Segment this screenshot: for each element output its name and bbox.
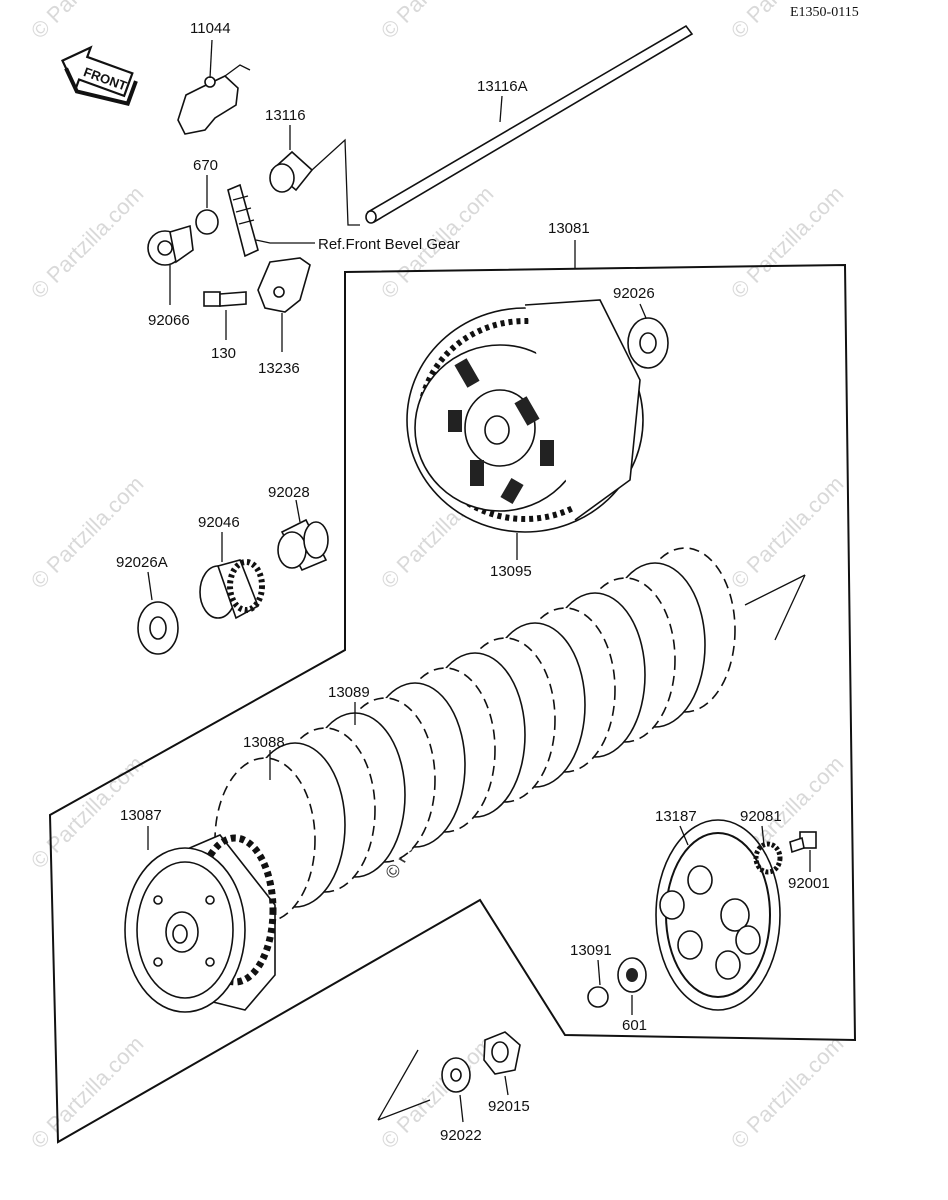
- lever-13236: [257, 257, 311, 352]
- label-92001: 92001: [788, 875, 830, 892]
- label-13087: 13087: [120, 807, 162, 824]
- label-130: 130: [211, 345, 236, 362]
- watermark: © Partzilla.com: [726, 471, 849, 594]
- plug-92066: [147, 224, 194, 305]
- label-92022: 92022: [440, 1127, 482, 1144]
- assembly-frame: [48, 263, 857, 1144]
- bolt-92001: [789, 831, 817, 872]
- watermark: © Partzilla.com: [26, 471, 149, 594]
- watermark: © Partzilla.com: [26, 0, 149, 44]
- pin-13091: [587, 959, 609, 1008]
- label-92015: 92015: [488, 1098, 530, 1115]
- diagram-code: E1350-0115: [790, 5, 859, 20]
- spring-92081: [753, 825, 783, 875]
- watermark: © Partzilla.com: [726, 1031, 849, 1154]
- label-601: 601: [622, 1017, 647, 1034]
- pressure-plate-13187: [655, 819, 781, 1011]
- washer-92026: [627, 303, 669, 369]
- watermark: © Partzilla.com: [726, 181, 849, 304]
- shaft-bevel: [227, 183, 315, 258]
- label-670: 670: [193, 157, 218, 174]
- label-92081: 92081: [740, 808, 782, 825]
- label-13187: 13187: [655, 808, 697, 825]
- rod-13116A: [365, 24, 694, 224]
- bracket-11044: [177, 39, 251, 135]
- part-labels: 11044 13116A 13116 670 92066 130 13236 1…: [116, 20, 830, 1144]
- front-arrow: FRONT: [61, 45, 138, 106]
- clutch-housing-13095: [406, 240, 644, 560]
- ref-front-bevel-gear: Ref.Front Bevel Gear: [318, 236, 460, 253]
- washer-92022: [377, 1049, 471, 1123]
- bushing-92028: [277, 499, 329, 572]
- oring-670: [195, 175, 219, 235]
- label-13088: 13088: [243, 734, 285, 751]
- watermark: © Partzilla.com: [26, 181, 149, 304]
- bearing-601: [617, 957, 647, 1015]
- label-11044: 11044: [190, 20, 231, 37]
- nut-92015: [483, 1031, 521, 1096]
- dashed-leader: [129, 649, 346, 771]
- label-92026: 92026: [613, 285, 655, 302]
- watermark: © Partzilla.com: [376, 0, 499, 44]
- label-92046: 92046: [198, 514, 240, 531]
- watermark: © Partzilla.com: [26, 1031, 149, 1154]
- bolt-130: [203, 291, 247, 340]
- label-92066: 92066: [148, 312, 190, 329]
- label-13095: 13095: [490, 563, 532, 580]
- label-13091: 13091: [570, 942, 612, 959]
- label-13089: 13089: [328, 684, 370, 701]
- label-92028: 92028: [268, 484, 310, 501]
- washer-92026A: [137, 571, 179, 655]
- needle-bearing-92046: [199, 532, 265, 620]
- label-13081: 13081: [548, 220, 590, 237]
- label-13116: 13116: [265, 107, 306, 124]
- label-13116A: 13116A: [477, 78, 528, 95]
- label-13236: 13236: [258, 360, 300, 377]
- bushing-13116: [269, 125, 360, 226]
- label-92026A: 92026A: [116, 554, 168, 571]
- clutch-hub-13087: [124, 826, 277, 1013]
